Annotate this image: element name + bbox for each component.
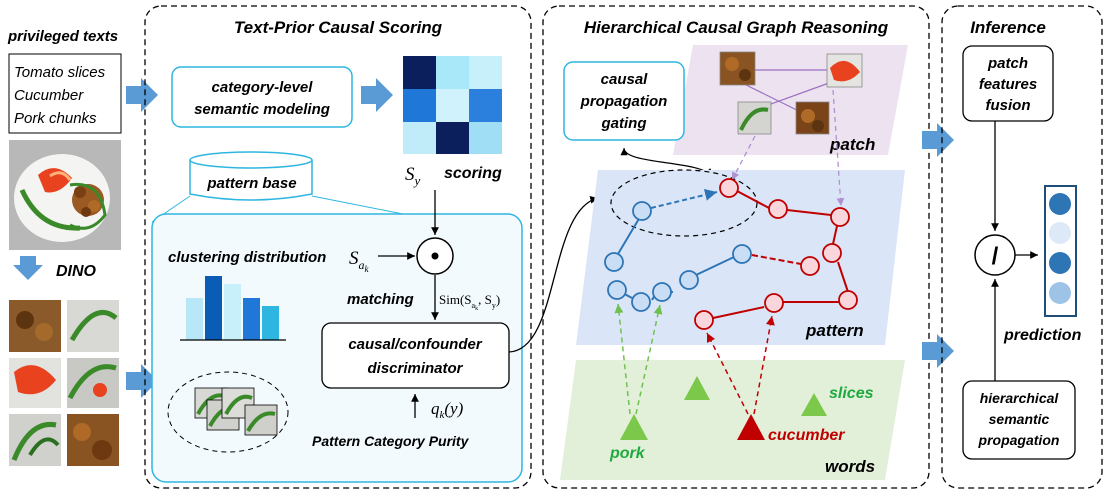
- food-image: [9, 140, 121, 250]
- pork-to-pattern-arrow-2: [635, 304, 663, 415]
- clustered-patches: [194, 387, 278, 436]
- red-pattern-nodes: [694, 178, 858, 330]
- modeling-to-matrix-arrow: [361, 78, 393, 112]
- semantic-modeling-box: [171, 66, 353, 128]
- semantic-propagation-line1: hierarchical: [980, 390, 1060, 406]
- pattern-base-label: pattern base: [206, 175, 296, 192]
- graph-section: [542, 5, 930, 489]
- pattern-base-cylinder: [189, 151, 313, 201]
- inference-title: Inference: [970, 18, 1046, 37]
- red-graph-edges: [712, 190, 849, 319]
- fusion-box: [962, 45, 1054, 122]
- q-k-symbol: qk(y): [431, 399, 464, 421]
- word-triangle-mid: [684, 376, 710, 400]
- cylinder-right-guide: [311, 195, 404, 215]
- privileged-text-cucumber: Cucumber: [14, 87, 84, 104]
- divide-symbol: /: [992, 243, 999, 270]
- privileged-texts-heading: privileged texts: [7, 28, 118, 45]
- sim-label: Sim(Sak, Sy): [439, 292, 500, 312]
- words-layer: [560, 360, 905, 480]
- gating-line3: gating: [601, 115, 647, 132]
- word-cucumber: cucumber: [768, 427, 845, 444]
- fusion-line3: fusion: [986, 97, 1031, 114]
- privileged-text-pork: Pork chunks: [14, 110, 97, 127]
- pork-to-pattern-arrow-1: [614, 303, 631, 415]
- pattern-layer-label: pattern: [805, 321, 864, 340]
- texts-to-scoring-arrow: [126, 78, 158, 112]
- cluster-histogram: [180, 276, 286, 341]
- prediction-slot-1: [1049, 193, 1071, 215]
- semantic-propagation-box: [962, 380, 1076, 460]
- prediction-label: prediction: [1003, 327, 1082, 344]
- semantic-modeling-line1: category-level: [212, 79, 314, 96]
- blue-causal-dashed-edge: [650, 188, 718, 209]
- score-matrix: [403, 56, 502, 154]
- image-patches: [9, 300, 119, 466]
- discriminator-box: [321, 322, 510, 389]
- semantic-propagation-line2: semantic: [989, 411, 1050, 427]
- discriminator-to-graph-arrow: [508, 196, 599, 353]
- graph-to-inference-arrow-top: [922, 123, 954, 157]
- patches-to-scoring-arrow: [126, 364, 158, 398]
- fusion-line1: patch: [987, 55, 1028, 72]
- gating-line2: propagation: [580, 93, 668, 110]
- gating-line1: causal: [601, 71, 649, 88]
- scoring-label: scoring: [444, 165, 502, 182]
- patch-layer-images: [719, 51, 863, 135]
- prediction-slot-4: [1049, 282, 1071, 304]
- dino-arrow: [13, 256, 43, 280]
- word-slices: slices: [829, 385, 874, 402]
- gating-box: [563, 61, 685, 141]
- cucumber-to-pattern-arrow-2: [753, 315, 775, 415]
- s-ak-symbol: Sak: [349, 248, 370, 274]
- patch-to-pattern-arrow-2: [832, 89, 845, 207]
- odot-dot: [431, 252, 439, 260]
- blue-pattern-nodes: [604, 201, 752, 312]
- graph-to-inference-arrow-bottom: [922, 334, 954, 368]
- discriminator-line1: causal/confounder: [348, 336, 483, 353]
- privileged-texts-box: [8, 53, 122, 134]
- semantic-modeling-line2: semantic modeling: [194, 101, 330, 118]
- prediction-slot-3: [1049, 252, 1071, 274]
- causal-pair-ellipse: [610, 169, 758, 237]
- matching-label: matching: [347, 291, 414, 308]
- word-triangle-cucumber: [737, 414, 765, 440]
- prediction-slot-2: [1049, 222, 1071, 244]
- scoring-title: Text-Prior Causal Scoring: [234, 18, 443, 37]
- s-y-symbol: Sy: [405, 164, 421, 188]
- fusion-line2: features: [979, 76, 1037, 93]
- patch-layer-label: patch: [829, 135, 875, 154]
- clustering-label: clustering distribution: [168, 249, 326, 266]
- word-triangle-slices: [801, 393, 827, 416]
- privileged-text-tomato: Tomato slices: [14, 64, 106, 81]
- dino-label: DINO: [56, 263, 97, 280]
- patch-cluster-ellipse: [167, 371, 289, 453]
- word-pork: pork: [609, 445, 646, 462]
- inference-section: [941, 5, 1103, 489]
- graph-title: Hierarchical Causal Graph Reasoning: [584, 18, 889, 37]
- words-layer-label: words: [825, 457, 875, 476]
- discriminator-line2: discriminator: [367, 360, 463, 377]
- red-dashed-edge: [751, 254, 802, 265]
- word-triangle-pork: [620, 414, 648, 440]
- scoring-section: [144, 5, 532, 489]
- cucumber-to-pattern-arrow-1: [706, 332, 749, 415]
- purity-label: Pattern Category Purity: [312, 433, 470, 449]
- semantic-propagation-line3: propagation: [978, 432, 1060, 448]
